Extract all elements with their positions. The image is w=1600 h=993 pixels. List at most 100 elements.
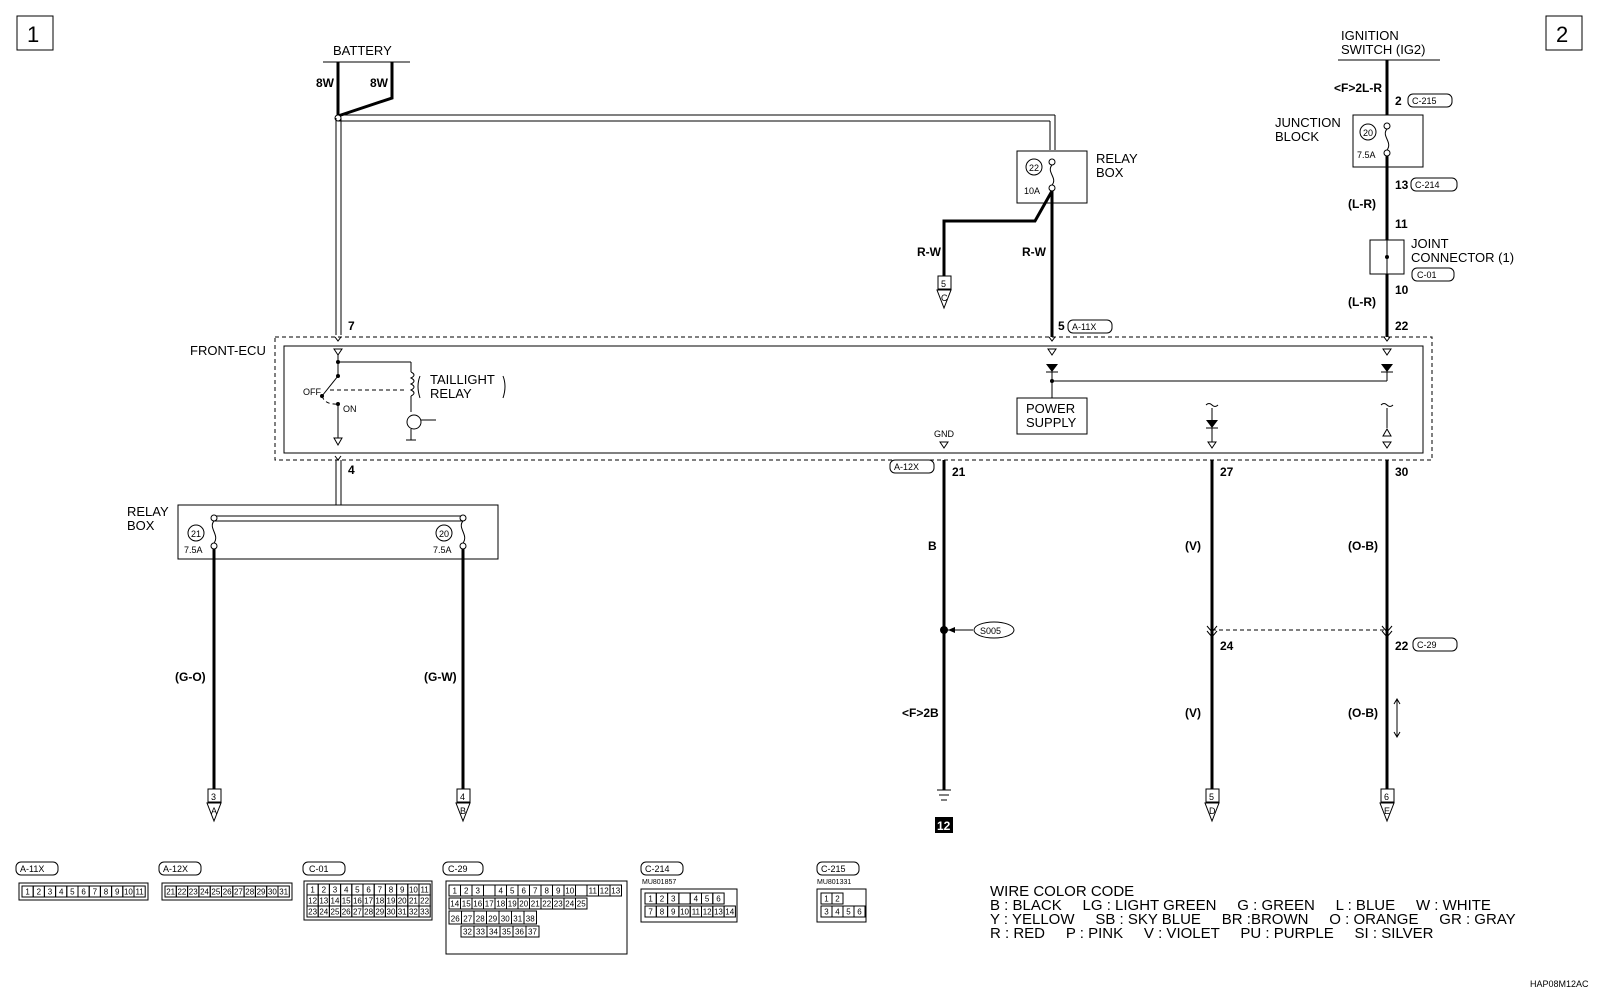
junction-block: 20 7.5A JUNCTION BLOCK 13 C-214 (L-R)	[1275, 114, 1458, 240]
legend-row-3: R : RED P : PINK V : VIOLET PU : PURPLE …	[990, 925, 1434, 942]
joint-connector: 11 JOINT CONNECTOR (1) C-01 10 (L-R)	[1348, 217, 1514, 337]
connector-pin-number: 7	[378, 886, 383, 895]
splice-label: S005	[980, 626, 1001, 636]
connector-pin-number: 10	[409, 886, 418, 895]
connector-pin-number: 30	[387, 908, 396, 917]
connector-pin-number: 20	[519, 900, 528, 909]
ignition-label-1: IGNITION	[1341, 28, 1399, 43]
connector-pin-number: 15	[342, 897, 351, 906]
ignition-label-2: SWITCH (IG2)	[1341, 42, 1426, 57]
connector-pin-number: 16	[353, 897, 362, 906]
connector-c215-label: C-215	[821, 864, 846, 874]
connector-pin-number: 2	[660, 895, 665, 904]
page-number-right-text: 2	[1556, 22, 1568, 47]
connector-pin-number: 4	[835, 908, 840, 917]
connector-pin-number: 23	[189, 888, 198, 897]
line30-pin: 30	[1395, 465, 1409, 479]
connector-pin-cell	[831, 892, 844, 905]
ignition-wire: <F>2L-R	[1334, 81, 1382, 95]
ref-6e-number: 6	[1384, 792, 1389, 802]
connector-pin-number: 26	[342, 908, 351, 917]
connector-pin-number: 4	[59, 888, 64, 897]
line30-wire-lower: (O-B)	[1348, 706, 1378, 720]
connector-c215-code: MU801331	[817, 879, 851, 886]
taillight-relay-label-1: TAILLIGHT	[430, 372, 495, 387]
relay-box-bottom: RELAY BOX 21 7.5A 20 7.5A (G-O) (G-W) 3 …	[127, 504, 499, 823]
connector-pin-number: 30	[268, 888, 277, 897]
connector-pin-cell	[853, 905, 866, 918]
connector-pin-number: 29	[375, 908, 384, 917]
relay-box-top-label-1: RELAY	[1096, 151, 1138, 166]
connector-pin-number: 27	[463, 915, 472, 924]
line30-connector: C-29	[1417, 640, 1437, 650]
connector-pin-number: 14	[450, 900, 459, 909]
connector-pin-number: 38	[526, 915, 535, 924]
connector-pin-number: 11	[135, 888, 144, 897]
connector-pin-cell	[277, 885, 290, 898]
connector-pin-number: 6	[857, 908, 862, 917]
connector-pin-number: 28	[245, 888, 254, 897]
connector-pin-number: 23	[554, 900, 563, 909]
connector-pin-number: 14	[331, 897, 340, 906]
connector-a12x-label: A-12X	[163, 864, 188, 874]
ground-ref: 12	[937, 819, 951, 833]
ground-wire-lower: <F>2B	[902, 706, 939, 720]
ecu-power-connector: A-11X	[1072, 322, 1096, 332]
junction-pin-out: 13	[1395, 178, 1409, 192]
battery-label: BATTERY	[333, 43, 392, 58]
line27-wire: (V)	[1185, 539, 1201, 553]
connector-pin-cell	[525, 925, 540, 938]
power-supply-label-1: POWER	[1026, 401, 1075, 416]
connector-pin-number: 1	[310, 886, 315, 895]
connector-pin-number: 20	[398, 897, 407, 906]
connector-a11x-label: A-11X	[20, 864, 44, 874]
ground-connector: A-12X	[894, 462, 919, 472]
battery-wire-right: 8W	[370, 76, 389, 90]
joint-pin-out: 10	[1395, 283, 1409, 297]
connector-pin-cell	[609, 884, 622, 897]
connector-pin-number: 31	[513, 915, 522, 924]
connector-pin-number: 33	[476, 928, 485, 937]
connector-pin-number: 22	[177, 888, 186, 897]
connector-pin-number: 1	[824, 895, 829, 904]
line30-wire: (O-B)	[1348, 539, 1378, 553]
connector-pin-number: 25	[331, 908, 340, 917]
battery-wire-left: 8W	[316, 76, 335, 90]
connector-pin-number: 12	[600, 887, 609, 896]
connector-pin-number: 35	[502, 928, 511, 937]
connector-c214-code: MU801857	[642, 879, 676, 886]
connector-pin-cell	[723, 905, 736, 918]
ref-6e-letter: E	[1384, 806, 1390, 816]
connector-pin-number: 15	[462, 900, 471, 909]
relay-box-top-label-2: BOX	[1096, 165, 1124, 180]
ref-5d-letter: D	[1209, 806, 1216, 816]
connector-pin-cell	[575, 897, 588, 910]
connector-pin-number: 5	[510, 887, 515, 896]
connector-pin-number: 34	[489, 928, 498, 937]
line-27: 27 (V) 24 (V) 5 D	[1185, 460, 1234, 823]
connector-pin-number: 24	[200, 888, 209, 897]
ref-5c-letter: C	[941, 293, 948, 303]
connector-pin-cell	[712, 892, 725, 905]
ref-3a-number: 3	[211, 792, 216, 802]
connector-pin-number: 33	[420, 908, 429, 917]
connector-pin-number: 18	[375, 897, 384, 906]
connector-pin-number: 22	[542, 900, 551, 909]
connector-pin-number: 8	[104, 888, 109, 897]
connector-pin-number: 17	[364, 897, 373, 906]
connector-pin-number: 1	[648, 895, 653, 904]
connector-pin-number: 13	[611, 887, 620, 896]
connector-pin-number: 9	[671, 908, 676, 917]
connector-pin-number: 10	[565, 887, 574, 896]
fuse-21-amp: 7.5A	[184, 545, 203, 555]
ref-5c-number: 5	[941, 279, 946, 289]
fuse-20-number: 20	[439, 529, 449, 539]
junction-wire-out: (L-R)	[1348, 197, 1376, 211]
